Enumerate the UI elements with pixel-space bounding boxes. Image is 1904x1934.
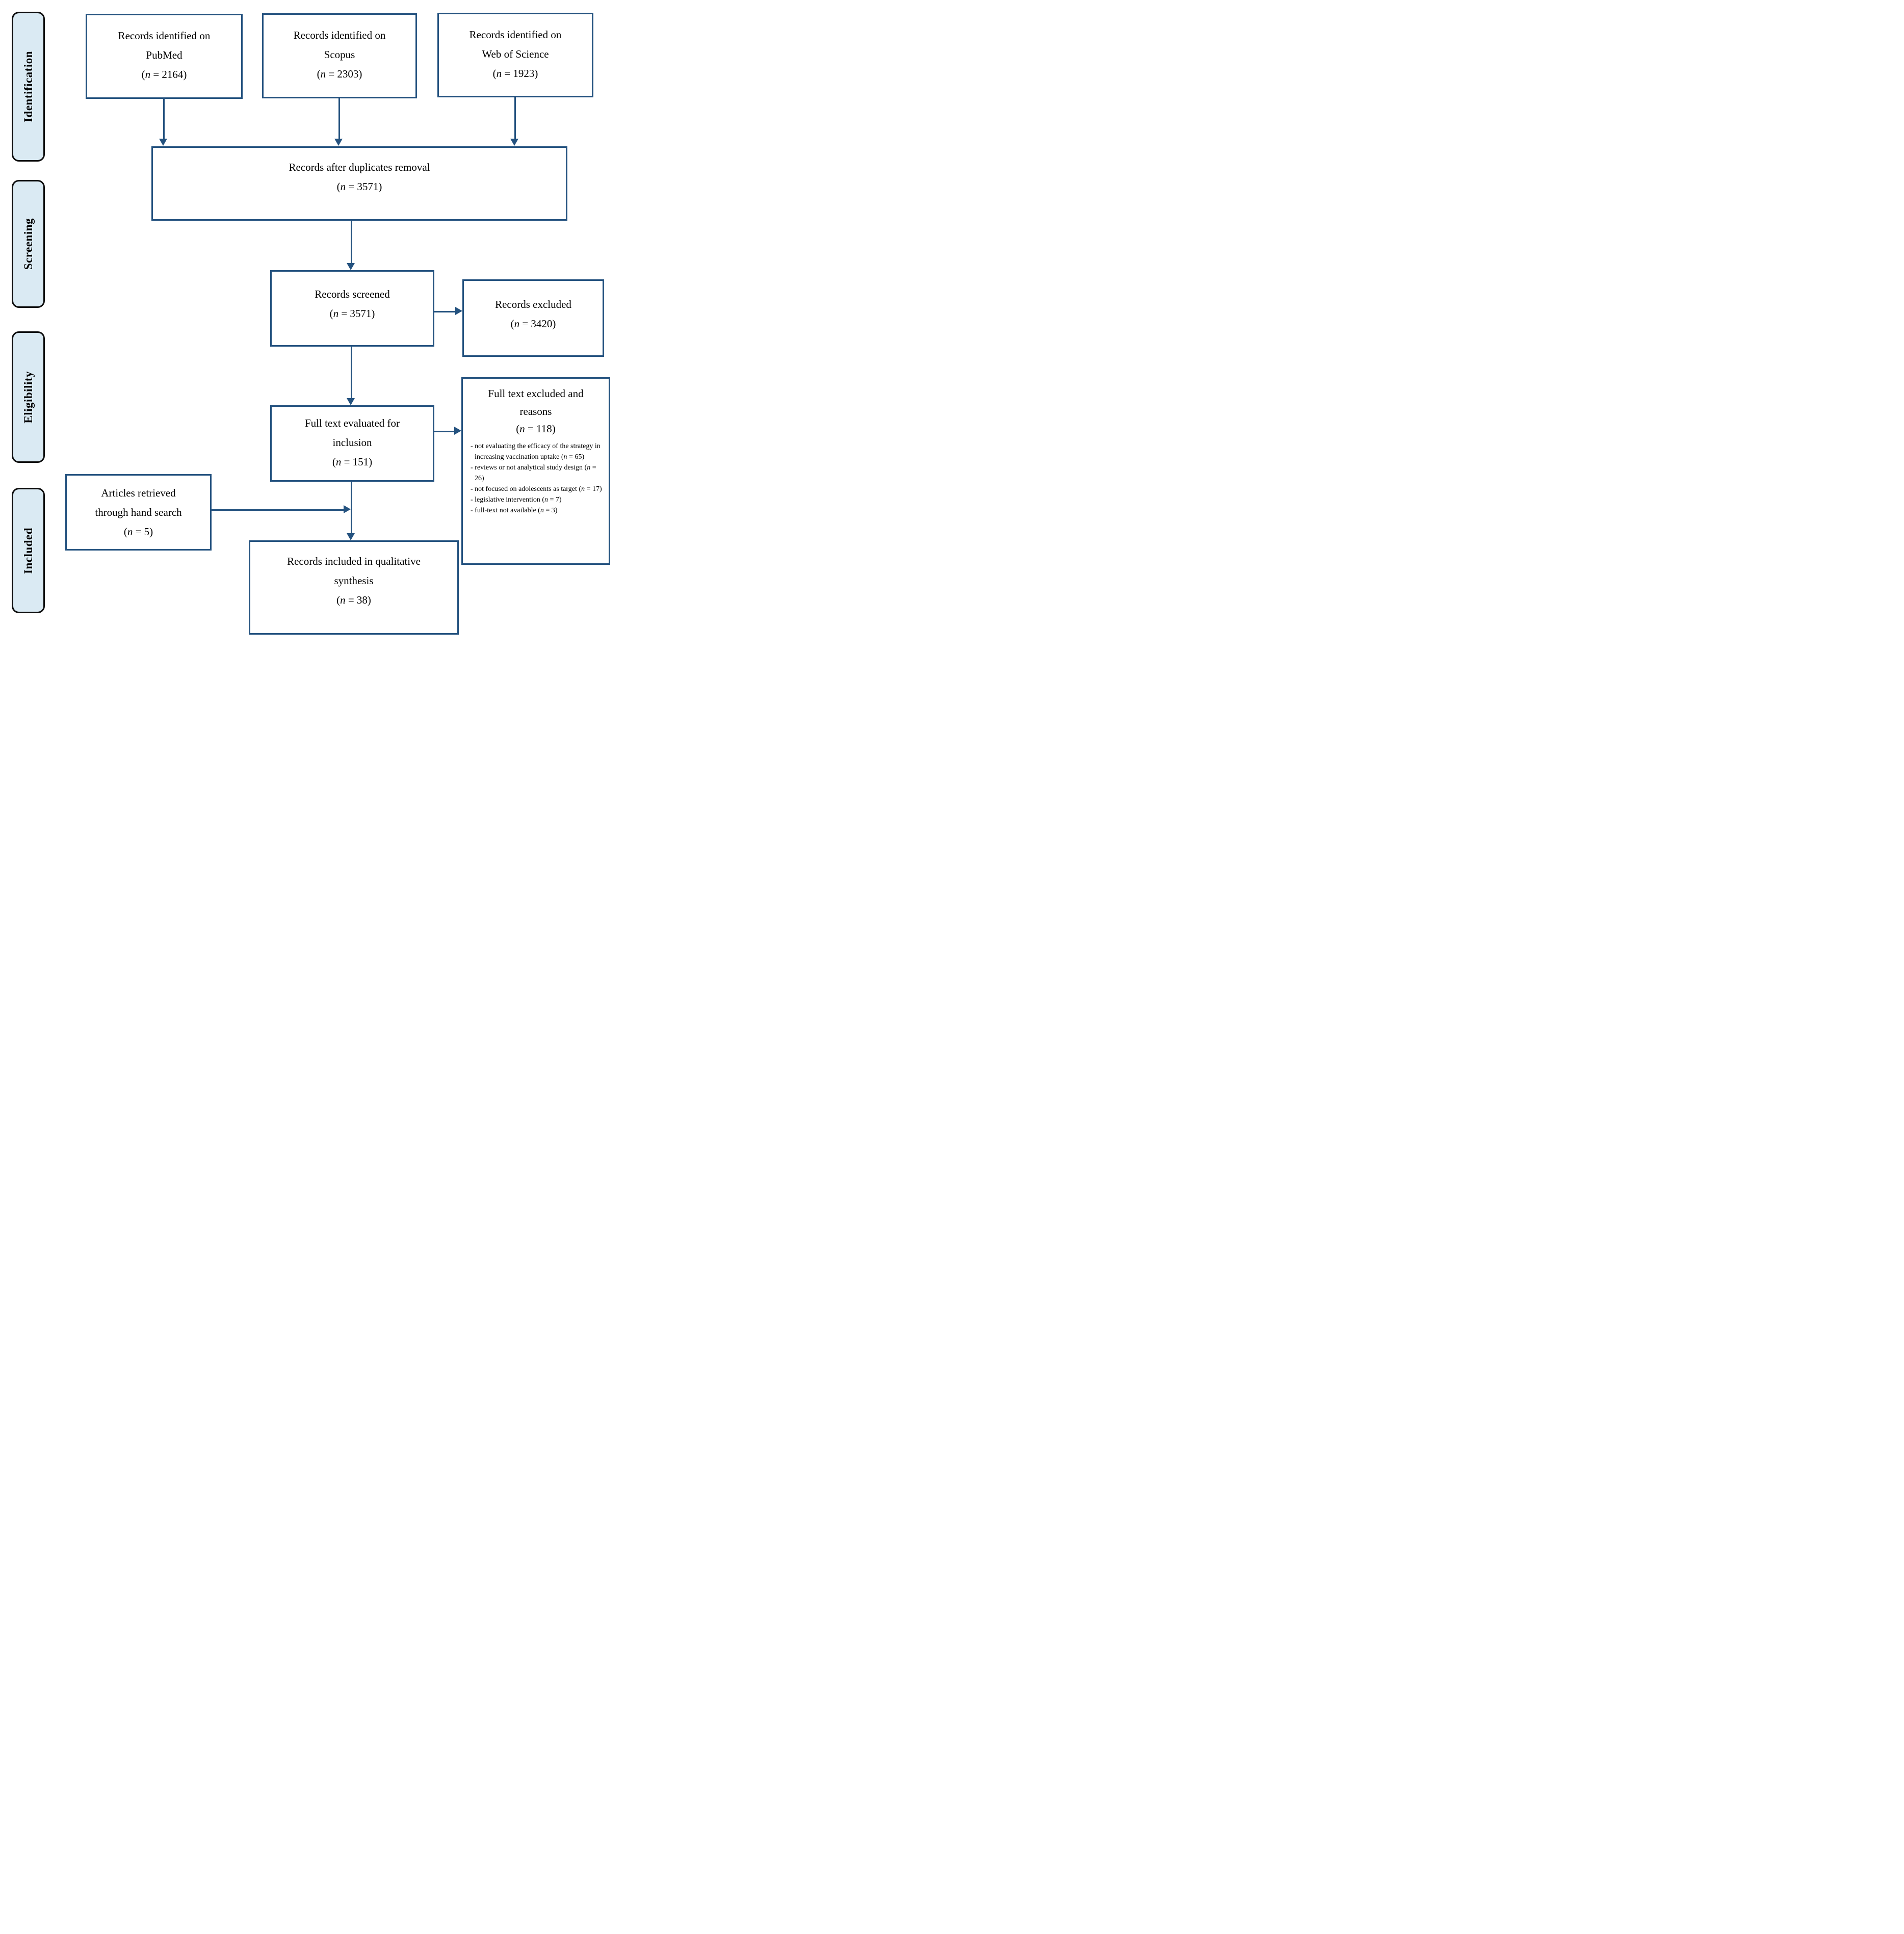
stage-included-label: Included xyxy=(21,527,35,574)
arrow-screened-to-fulltext-head xyxy=(347,398,355,405)
arrow-handsearch-to-flow-head xyxy=(344,505,351,513)
node-pubmed-label: Records identified on PubMed xyxy=(118,30,211,61)
prisma-flow-diagram: Identification Screening Eligibility Inc… xyxy=(0,0,635,645)
exclusion-reason: - reviews or not analytical study design… xyxy=(471,463,596,482)
stage-screening-label: Screening xyxy=(21,218,35,270)
arrow-fulltext-to-included-head xyxy=(347,533,355,540)
exclusion-reason: - not focused on adolescents as target (… xyxy=(471,485,602,493)
stage-identification-label: Identification xyxy=(21,51,35,122)
node-full-text-excluded-label: Full text excluded and reasons xyxy=(488,387,584,417)
arrow-screened-to-excluded-line xyxy=(434,311,456,312)
node-records-screened: Records screened (n = 3571) xyxy=(270,270,434,347)
node-duplicates-removed-count: (n = 3571) xyxy=(336,180,382,193)
node-full-text-excluded: Full text excluded and reasons (n = 118)… xyxy=(461,377,610,565)
node-qualitative-synthesis-label: Records included in qualitative synthesi… xyxy=(287,555,421,587)
stage-included: Included xyxy=(12,488,45,613)
arrow-fulltext-to-included-line xyxy=(351,482,352,534)
arrow-pubmed-to-duplicates-head xyxy=(159,139,167,146)
node-full-text-evaluated-count: (n = 151) xyxy=(332,455,373,468)
node-scopus-label: Records identified on Scopus xyxy=(293,29,386,61)
arrow-scopus-to-duplicates-head xyxy=(334,139,343,146)
node-records-screened-label: Records screened xyxy=(315,288,390,300)
node-hand-search-count: (n = 5) xyxy=(123,525,153,538)
node-qualitative-synthesis: Records included in qualitative synthesi… xyxy=(249,540,459,635)
node-scopus-count: (n = 2303) xyxy=(317,67,362,80)
arrow-duplicates-to-screened-line xyxy=(351,221,352,264)
exclusion-reasons-list: - not evaluating the efficacy of the str… xyxy=(463,441,609,516)
arrow-fulltext-to-excluded-head xyxy=(454,427,461,435)
node-pubmed: Records identified on PubMed (n = 2164) xyxy=(86,14,243,99)
node-qualitative-synthesis-count: (n = 38) xyxy=(336,593,371,606)
arrow-fulltext-to-excluded-line xyxy=(434,431,455,432)
stage-screening: Screening xyxy=(12,180,45,308)
exclusion-reason: - not evaluating the efficacy of the str… xyxy=(471,442,601,461)
node-duplicates-removed: Records after duplicates removal (n = 35… xyxy=(151,146,567,221)
node-records-excluded-label: Records excluded xyxy=(495,298,571,310)
node-web-of-science: Records identified on Web of Science (n … xyxy=(437,13,593,97)
stage-eligibility: Eligibility xyxy=(12,331,45,463)
arrow-pubmed-to-duplicates-line xyxy=(163,99,165,139)
node-full-text-evaluated: Full text evaluated for inclusion (n = 1… xyxy=(270,405,434,482)
node-full-text-evaluated-label: Full text evaluated for inclusion xyxy=(304,417,400,449)
node-hand-search: Articles retrieved through hand search (… xyxy=(65,474,212,551)
arrow-wos-to-duplicates-head xyxy=(510,139,518,146)
arrow-scopus-to-duplicates-line xyxy=(338,98,340,139)
stage-identification: Identification xyxy=(12,12,45,162)
exclusion-reason: - legislative intervention (n = 7) xyxy=(471,495,562,504)
arrow-handsearch-to-flow-line xyxy=(212,509,345,511)
node-hand-search-label: Articles retrieved through hand search xyxy=(95,487,182,518)
arrow-screened-to-excluded-head xyxy=(455,307,462,315)
node-full-text-excluded-count: (n = 118) xyxy=(516,423,556,435)
node-scopus: Records identified on Scopus (n = 2303) xyxy=(262,13,417,98)
arrow-screened-to-fulltext-line xyxy=(351,347,352,399)
node-records-screened-count: (n = 3571) xyxy=(329,307,375,320)
node-web-of-science-count: (n = 1923) xyxy=(492,67,538,80)
node-web-of-science-label: Records identified on Web of Science xyxy=(469,29,562,60)
node-records-excluded: Records excluded (n = 3420) xyxy=(462,279,604,357)
arrow-wos-to-duplicates-line xyxy=(514,97,516,139)
arrow-duplicates-to-screened-head xyxy=(347,263,355,270)
node-pubmed-count: (n = 2164) xyxy=(141,68,187,81)
node-duplicates-removed-label: Records after duplicates removal xyxy=(289,161,430,173)
node-records-excluded-count: (n = 3420) xyxy=(510,317,556,330)
stage-eligibility-label: Eligibility xyxy=(21,371,35,424)
exclusion-reason: - full-text not available (n = 3) xyxy=(471,506,558,514)
